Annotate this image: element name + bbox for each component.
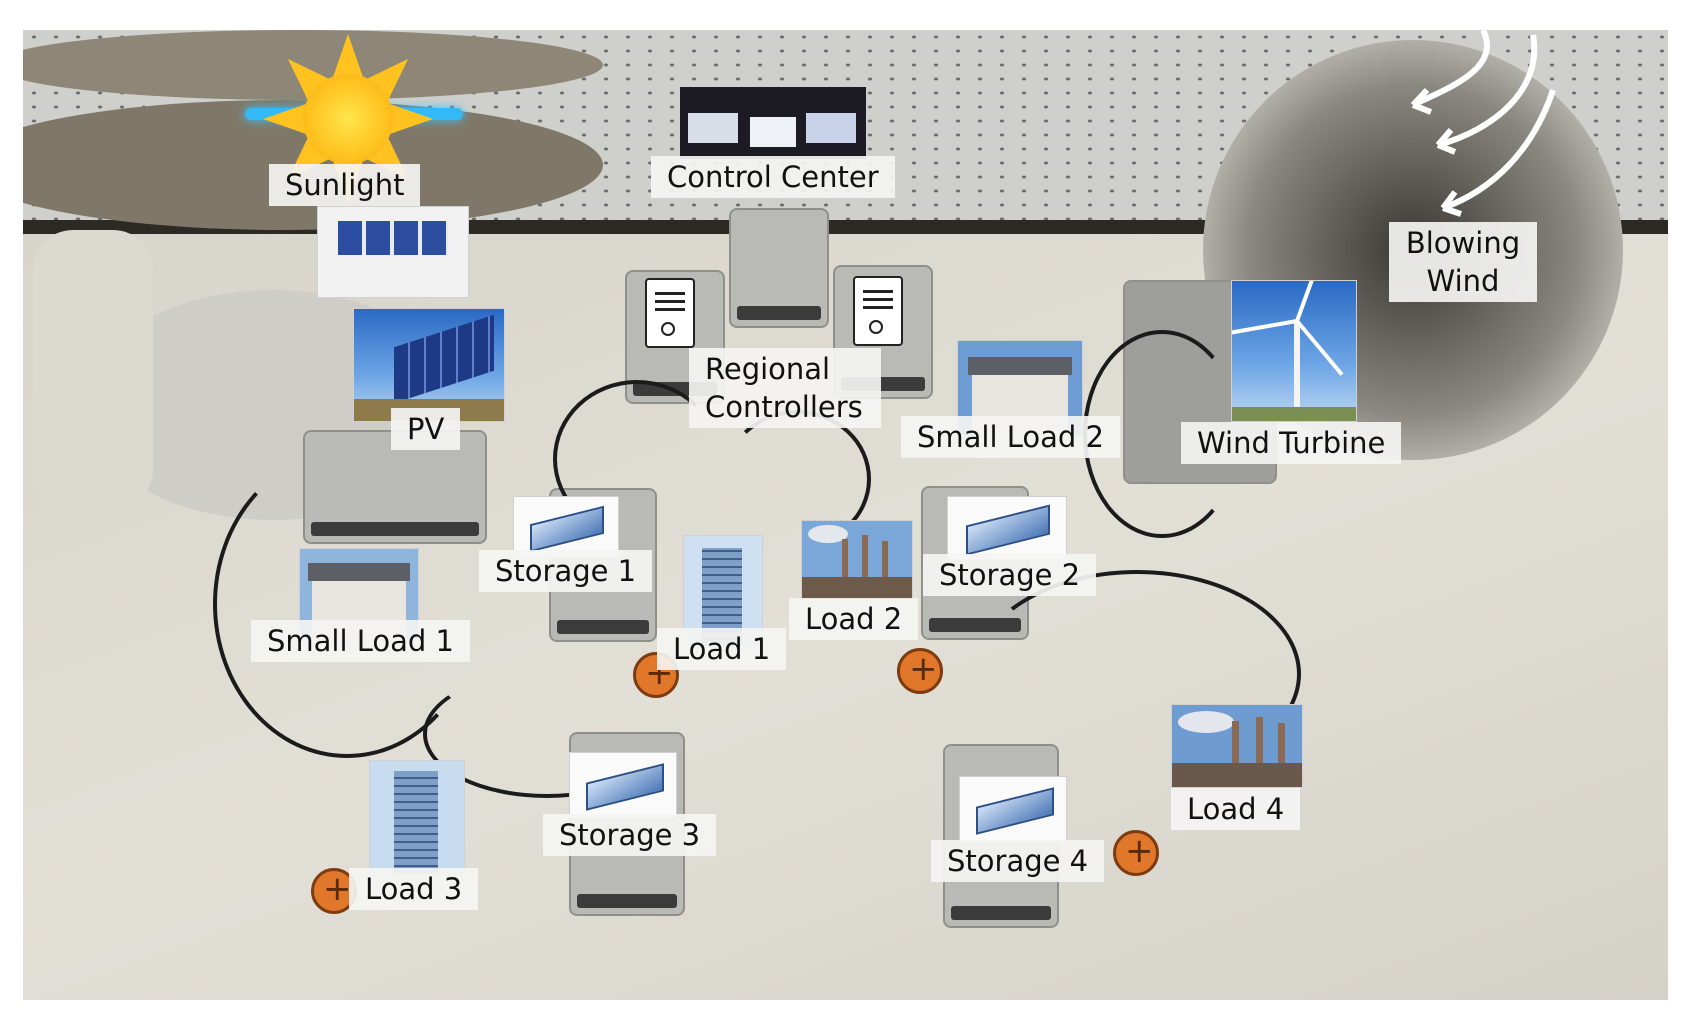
factory-icon xyxy=(801,520,913,600)
label-wind-turbine: Wind Turbine xyxy=(1181,422,1402,464)
control-center-brick xyxy=(729,208,829,328)
label-load-4: Load 4 xyxy=(1171,788,1301,830)
motor xyxy=(1113,830,1159,876)
storage-container-icon xyxy=(947,496,1067,560)
label-storage-1: Storage 1 xyxy=(479,550,653,592)
cable xyxy=(423,670,671,798)
label-blowing-wind: Blowing Wind xyxy=(1389,222,1537,302)
testbed-photo: Sunlight Control Center Blowing Wind PV … xyxy=(23,30,1668,1000)
cable xyxy=(213,450,481,758)
sun-icon xyxy=(263,34,433,204)
label-control-center: Control Center xyxy=(651,156,895,198)
solar-panel-icon xyxy=(353,308,505,422)
control-center-photo xyxy=(679,86,867,160)
lamp-stand xyxy=(33,230,153,510)
storage-container-icon xyxy=(569,752,677,818)
lamp-arm xyxy=(23,30,603,100)
label-load-2: Load 2 xyxy=(789,598,919,640)
label-pv: PV xyxy=(391,408,461,450)
label-sunlight: Sunlight xyxy=(269,164,421,206)
label-storage-3: Storage 3 xyxy=(543,814,717,856)
label-load-1: Load 1 xyxy=(657,628,787,670)
solar-sensor xyxy=(317,206,469,298)
label-storage-2: Storage 2 xyxy=(923,554,1097,596)
label-small-load-1: Small Load 1 xyxy=(251,620,470,662)
label-load-3: Load 3 xyxy=(349,868,479,910)
wind-turbine-icon xyxy=(1231,280,1357,422)
server-icon xyxy=(645,278,695,348)
motor xyxy=(897,648,943,694)
label-small-load-2: Small Load 2 xyxy=(901,416,1120,458)
server-icon xyxy=(853,276,903,346)
factory-icon xyxy=(1171,704,1303,788)
cable xyxy=(973,570,1301,778)
cable xyxy=(553,380,721,538)
storage-container-icon xyxy=(959,776,1067,842)
label-storage-4: Storage 4 xyxy=(931,840,1105,882)
storage-container-icon xyxy=(513,496,619,558)
label-regional-controllers: Regional Controllers xyxy=(689,348,881,428)
wind-arrow-icon xyxy=(1410,30,1556,217)
office-tower-icon xyxy=(369,760,465,874)
